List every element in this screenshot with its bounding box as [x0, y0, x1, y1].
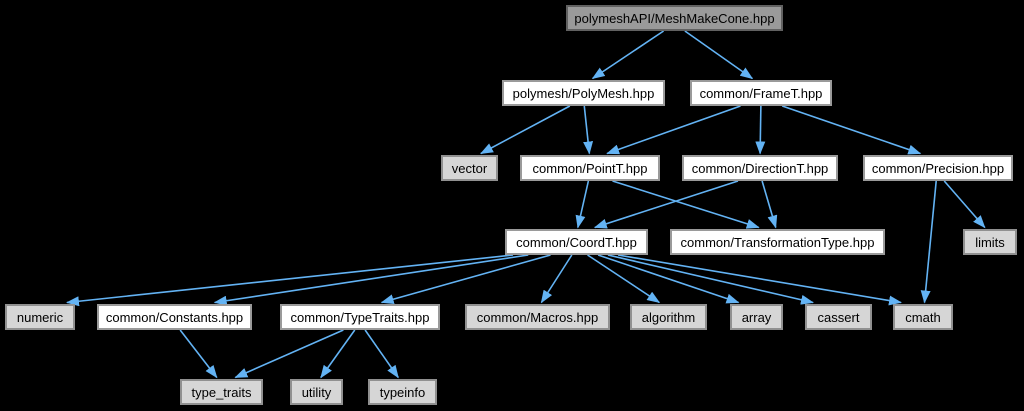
edge-coordt-cassert — [607, 254, 814, 305]
node-algorithm: algorithm — [630, 304, 707, 330]
edge-typetraits-typeinfo — [364, 329, 399, 379]
node-meshmakecone: polymeshAPI/MeshMakeCone.hpp — [566, 5, 783, 31]
node-precision[interactable]: common/Precision.hpp — [863, 155, 1013, 181]
edge-framet-directiont — [755, 105, 766, 155]
node-numeric: numeric — [5, 304, 75, 330]
edge-coordt-numeric — [66, 254, 514, 307]
edge-typetraits-utility — [320, 329, 356, 379]
node-coordt[interactable]: common/CoordT.hpp — [505, 229, 648, 255]
node-directiont[interactable]: common/DirectionT.hpp — [682, 155, 838, 181]
edge-polymesh-vector — [480, 105, 571, 155]
edge-coordt-cmath — [617, 254, 902, 306]
node-framet[interactable]: common/FrameT.hpp — [690, 80, 832, 106]
node-vector: vector — [441, 155, 498, 181]
edge-polymesh-pointt — [583, 105, 594, 155]
edge-coordt-array — [597, 254, 740, 304]
edge-precision-limits — [943, 180, 986, 229]
node-cassert: cassert — [805, 304, 872, 330]
edge-pointt-transformationtype — [612, 180, 760, 229]
node-pointt[interactable]: common/PointT.hpp — [520, 155, 660, 181]
edge-meshmakecone-framet — [684, 30, 754, 80]
node-cmath: cmath — [893, 304, 953, 330]
edge-coordt-macros — [540, 254, 573, 304]
edge-coordt-constants — [213, 254, 529, 306]
node-polymesh[interactable]: polymesh/PolyMesh.hpp — [502, 80, 665, 106]
edge-directiont-coordt — [593, 180, 739, 229]
edge-directiont-transformationtype — [761, 180, 778, 229]
edge-coordt-typetraits — [380, 254, 551, 305]
edge-meshmakecone-polymesh — [591, 30, 665, 80]
node-array: array — [730, 304, 783, 330]
node-constants[interactable]: common/Constants.hpp — [97, 304, 252, 330]
node-type_traits: type_traits — [180, 379, 263, 405]
edge-pointt-coordt — [575, 180, 590, 229]
node-typeinfo: typeinfo — [368, 379, 437, 405]
node-transformationtype[interactable]: common/TransformationType.hpp — [670, 229, 885, 255]
node-utility: utility — [290, 379, 343, 405]
edge-typetraits-type_traits — [234, 329, 344, 379]
node-typetraits[interactable]: common/TypeTraits.hpp — [280, 304, 440, 330]
node-limits: limits — [963, 229, 1017, 255]
edge-constants-type_traits — [179, 329, 218, 379]
edge-framet-pointt — [606, 105, 741, 155]
edge-precision-cmath — [920, 180, 937, 304]
edge-framet-precision — [781, 105, 922, 155]
node-macros: common/Macros.hpp — [465, 304, 610, 330]
edge-coordt-algorithm — [587, 254, 661, 304]
